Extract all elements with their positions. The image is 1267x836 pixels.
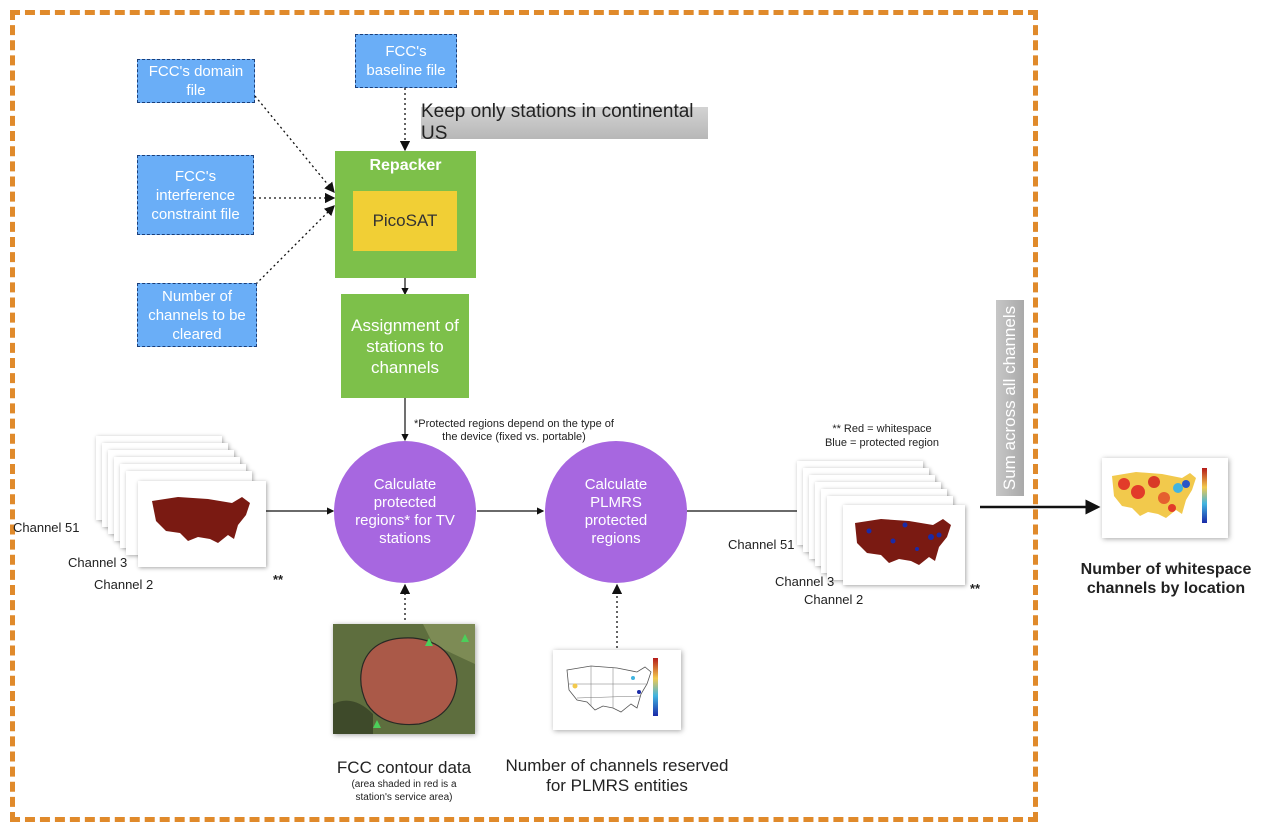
right-ch51-label: Channel 51 <box>728 537 795 552</box>
plmrs-map-card <box>553 650 681 730</box>
domain-file-box: FCC's domain file <box>137 59 255 103</box>
right-ch2-label: Channel 2 <box>804 592 864 607</box>
legend-note: ** Red = whitespace Blue = protected reg… <box>812 422 952 450</box>
continental-filter-box: Keep only stations in continental US <box>421 101 708 144</box>
left-ch51-label: Channel 51 <box>13 520 80 535</box>
channels-cleared-box: Number of channels to be cleared <box>137 283 257 347</box>
us-map-red <box>152 497 250 543</box>
legend-blue-line: Blue = protected region <box>824 437 940 449</box>
us-map-red-blue <box>855 519 951 565</box>
interference-file-box: FCC's interference constraint file <box>137 155 254 235</box>
repacker-box: Repacker PicoSAT <box>335 151 476 278</box>
plmrs-input-label: Number of channels reserved for PLMRS en… <box>505 756 729 795</box>
right-stars: ** <box>970 581 981 596</box>
contour-title: FCC contour data <box>336 758 472 777</box>
left-ch3-label: Channel 3 <box>68 555 128 570</box>
repacker-title: Repacker <box>369 157 442 174</box>
calc-tv-label: Calculate protected regions* for TV stat… <box>355 476 455 547</box>
calc-tv-protected-circle: Calculate protected regions* for TV stat… <box>334 441 476 583</box>
contour-caption: (area shaded in red is a station's servi… <box>351 779 457 803</box>
right-ch3-label: Channel 3 <box>775 574 835 589</box>
baseline-file-box: FCC's baseline file <box>355 34 457 88</box>
left-ch2-label: Channel 2 <box>94 577 154 592</box>
protected-regions-note: *Protected regions depend on the type of… <box>414 418 614 443</box>
result-heatmap-card <box>1102 458 1228 538</box>
picosat-box: PicoSAT <box>353 191 457 251</box>
legend-red-line: ** Red = whitespace <box>832 423 932 435</box>
assignment-box: Assignment of stations to channels <box>341 294 469 398</box>
contour-satellite <box>333 624 475 734</box>
arrow-domain-to-repacker <box>254 95 335 194</box>
left-stars: ** <box>273 572 284 587</box>
whitespace-heatmap <box>1112 468 1207 523</box>
channel-map-card <box>138 481 266 567</box>
contour-image <box>333 624 475 734</box>
arrow-channels-to-repacker <box>255 205 335 285</box>
calc-plmrs-circle: Calculate PLMRS protected regions <box>545 441 687 583</box>
calc-plmrs-label: Calculate PLMRS protected regions <box>584 476 648 547</box>
result-caption: Number of whitespace channels by locatio… <box>1080 561 1252 597</box>
plmrs-map <box>566 658 658 716</box>
pipeline-frame <box>10 10 1038 822</box>
sum-label-text: Sum across all channels <box>1000 305 1020 491</box>
sum-across-channels-label: Sum across all channels <box>996 300 1024 496</box>
channel-map-card <box>843 505 965 585</box>
